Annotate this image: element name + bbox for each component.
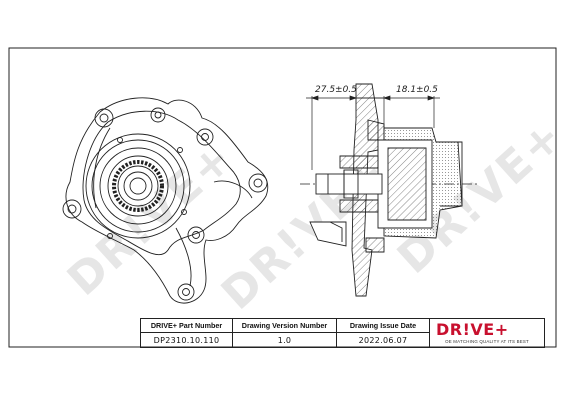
issue-date-header: Drawing Issue Date	[336, 318, 430, 333]
brand-tagline: OE MATCHING QUALITY AT ITS BEST	[445, 339, 529, 344]
brand-logo: DR!VE+	[436, 320, 509, 339]
sheet-frame	[8, 47, 557, 348]
issue-date-value: 2022.06.07	[336, 332, 430, 348]
brand-cell: DR!VE+ OE MATCHING QUALITY AT ITS BEST	[429, 318, 545, 348]
dimension-lines	[306, 95, 440, 170]
part-number-header: DRIVE+ Part Number	[140, 318, 233, 333]
front-view	[62, 97, 269, 304]
section-view	[300, 83, 478, 297]
version-value: 1.0	[232, 332, 337, 348]
dimension-left-label: 27.5±0.5	[315, 85, 357, 95]
part-number-value: DP2310.10.110	[140, 332, 233, 348]
dimension-right-label: 18.1±0.5	[396, 85, 438, 95]
title-block: DRIVE+ Part Number Drawing Version Numbe…	[140, 318, 545, 348]
version-header: Drawing Version Number	[232, 318, 337, 333]
